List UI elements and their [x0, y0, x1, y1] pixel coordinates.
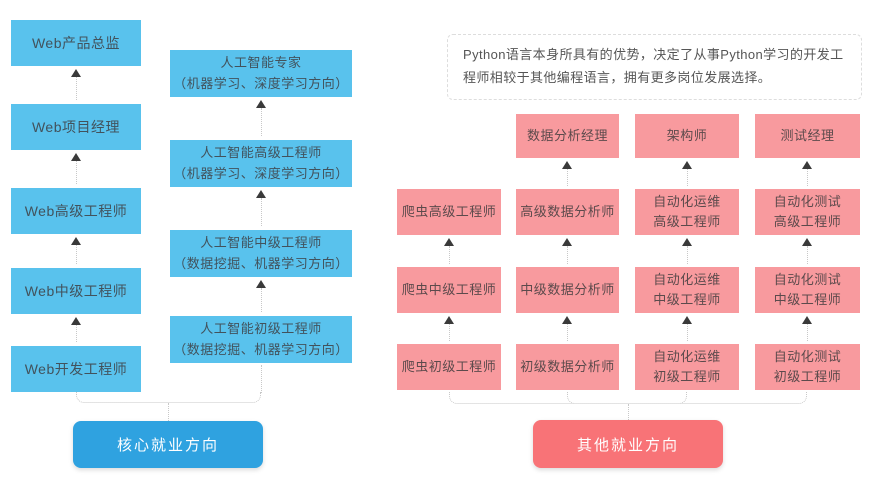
python-advantage-note: Python语言本身所具有的优势，决定了从事Python学习的开发工程师相较于其… [447, 34, 862, 100]
test-manager-node: 测试经理 [755, 114, 860, 158]
dotted-line [566, 246, 568, 264]
ai-senior-engineer-node: 人工智能高级工程师 （机器学习、深度学习方向） [170, 140, 352, 187]
dotted-line [686, 169, 688, 186]
arrow-up-connector [801, 316, 813, 341]
arrow-up-icon [256, 190, 266, 198]
dotted-line [75, 325, 77, 342]
arrow-up-connector [561, 161, 573, 186]
arrow-up-connector [70, 153, 82, 184]
mid-data-analyst-node: 中级数据分析师 [516, 267, 619, 313]
arrow-up-connector [801, 161, 813, 186]
web-mid-engineer-node: Web中级工程师 [11, 268, 141, 314]
core-direction-button[interactable]: 核心就业方向 [73, 421, 263, 468]
arrow-up-icon [562, 316, 572, 324]
arrow-up-connector [443, 316, 455, 341]
arrow-up-icon [71, 153, 81, 161]
core-bracket-center-stub [168, 403, 169, 421]
web-product-director-node: Web产品总监 [11, 20, 141, 66]
data-analysis-manager-node: 数据分析经理 [516, 114, 619, 158]
crawler-junior-engineer-node: 爬虫初级工程师 [397, 344, 501, 390]
arrow-up-icon [71, 69, 81, 77]
devops-senior-engineer-node: 自动化运维 高级工程师 [635, 189, 739, 235]
web-senior-engineer-node: Web高级工程师 [11, 188, 141, 234]
arrow-up-connector [801, 238, 813, 264]
arrow-up-connector [681, 161, 693, 186]
arrow-up-icon [71, 317, 81, 325]
ai-junior-engineer-node: 人工智能初级工程师 （数据挖掘、机器学习方向） [170, 316, 352, 363]
arrow-up-icon [562, 161, 572, 169]
arrow-up-connector [70, 317, 82, 342]
arrow-up-connector [443, 238, 455, 264]
crawler-senior-engineer-node: 爬虫高级工程师 [397, 189, 501, 235]
arrow-up-icon [444, 238, 454, 246]
arrow-up-connector [255, 190, 267, 226]
arrow-up-icon [562, 238, 572, 246]
arrow-up-connector [70, 237, 82, 264]
ai-expert-node: 人工智能专家 （机器学习、深度学习方向） [170, 50, 352, 97]
dotted-line [260, 198, 262, 226]
arrow-up-icon [682, 161, 692, 169]
autotest-junior-engineer-node: 自动化测试 初级工程师 [755, 344, 860, 390]
dotted-line [686, 324, 688, 341]
arrow-up-icon [682, 316, 692, 324]
arrow-up-connector [255, 100, 267, 136]
dotted-line [448, 246, 450, 264]
autotest-senior-engineer-node: 自动化测试 高级工程师 [755, 189, 860, 235]
senior-data-analyst-node: 高级数据分析师 [516, 189, 619, 235]
core-bracket-right-stub [261, 365, 262, 393]
dotted-line [260, 288, 262, 312]
arrow-up-icon [802, 316, 812, 324]
arrow-up-icon [682, 238, 692, 246]
arrow-up-connector [561, 238, 573, 264]
arrow-up-icon [444, 316, 454, 324]
arrow-up-connector [70, 69, 82, 100]
arrow-up-icon [802, 238, 812, 246]
dotted-line [686, 246, 688, 264]
arrow-up-connector [561, 316, 573, 341]
dotted-line [566, 324, 568, 341]
ai-mid-engineer-node: 人工智能中级工程师 （数据挖掘、机器学习方向） [170, 230, 352, 277]
web-project-manager-node: Web项目经理 [11, 104, 141, 150]
arrow-up-connector [681, 316, 693, 341]
arrow-up-connector [681, 238, 693, 264]
dotted-line [806, 246, 808, 264]
dotted-line [75, 245, 77, 264]
architect-node: 架构师 [635, 114, 739, 158]
devops-junior-engineer-node: 自动化运维 初级工程师 [635, 344, 739, 390]
other-bracket-inner [567, 392, 687, 404]
core-bracket [76, 392, 261, 403]
dotted-line [806, 169, 808, 186]
dotted-line [806, 324, 808, 341]
arrow-up-icon [256, 100, 266, 108]
crawler-mid-engineer-node: 爬虫中级工程师 [397, 267, 501, 313]
arrow-up-icon [256, 280, 266, 288]
other-direction-button[interactable]: 其他就业方向 [533, 420, 723, 468]
other-bracket-center-stub [628, 404, 629, 420]
dotted-line [260, 108, 262, 136]
arrow-up-connector [255, 280, 267, 312]
dotted-line [448, 324, 450, 341]
junior-data-analyst-node: 初级数据分析师 [516, 344, 619, 390]
arrow-up-icon [71, 237, 81, 245]
autotest-mid-engineer-node: 自动化测试 中级工程师 [755, 267, 860, 313]
dotted-line [75, 77, 77, 100]
dotted-line [566, 169, 568, 186]
arrow-up-icon [802, 161, 812, 169]
web-dev-engineer-node: Web开发工程师 [11, 346, 141, 392]
dotted-line [75, 161, 77, 184]
devops-mid-engineer-node: 自动化运维 中级工程师 [635, 267, 739, 313]
